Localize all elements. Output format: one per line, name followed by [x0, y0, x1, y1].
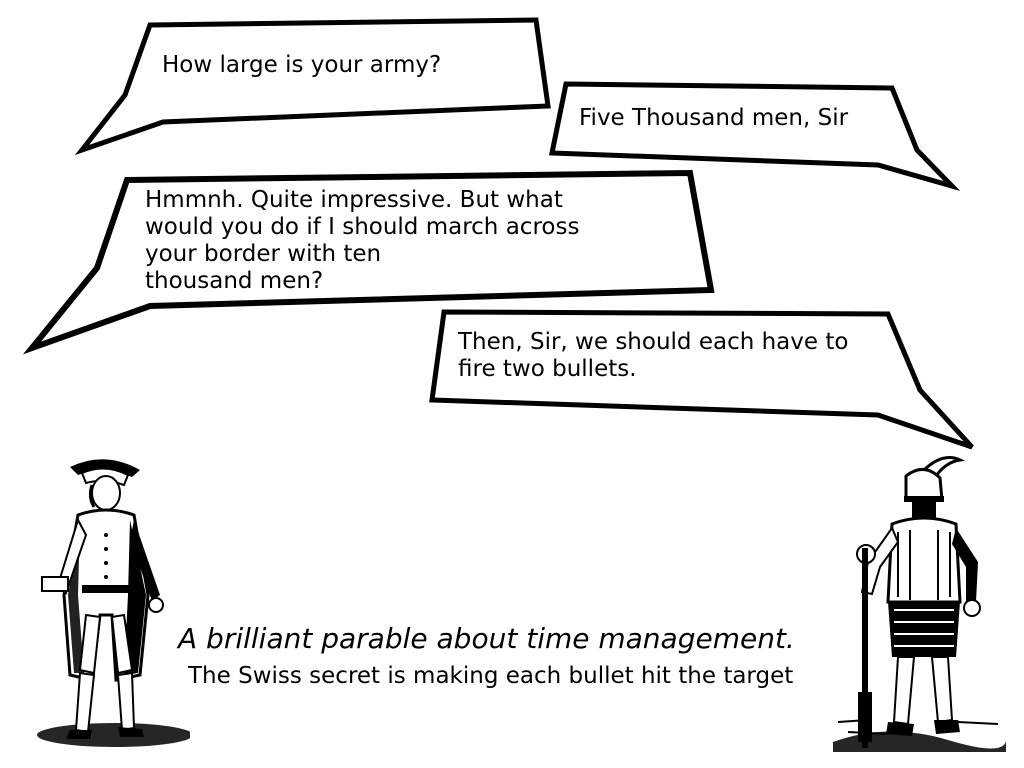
- speech-bubble-1: [74, 17, 551, 156]
- speech-bubble-2: [548, 81, 961, 191]
- bubble-4-text: Then, Sir, we should each have to fire t…: [458, 329, 849, 382]
- armored-swiss-soldier-illustration: [833, 456, 1007, 752]
- speech-bubble-4: [429, 309, 974, 450]
- caption-title: A brilliant parable about time managemen…: [178, 622, 795, 655]
- tricorn-soldier-illustration: [37, 459, 190, 747]
- bubble-2-text: Five Thousand men, Sir: [579, 105, 849, 131]
- caption-subtitle: The Swiss secret is making each bullet h…: [188, 663, 794, 689]
- bubble-1-text: How large is your army?: [162, 52, 442, 78]
- speech-bubble-3: [22, 169, 715, 355]
- bubble-3-text: Hmmnh. Quite impressive. But what would …: [145, 187, 580, 294]
